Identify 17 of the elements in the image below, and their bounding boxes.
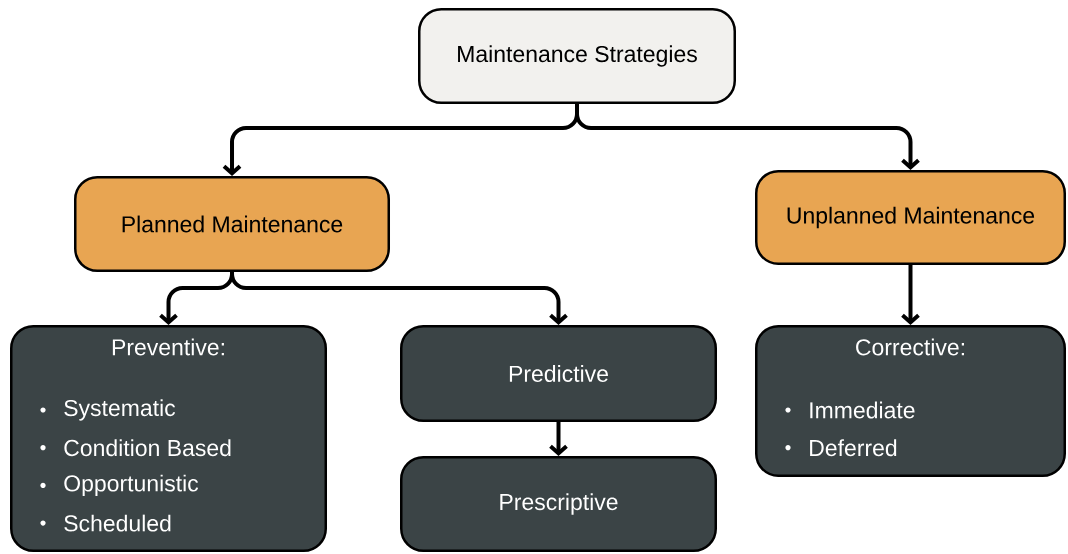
list-item: Opportunistic xyxy=(64,474,199,497)
arrow xyxy=(230,271,568,325)
list-item: Scheduled xyxy=(64,514,171,532)
strategy-box: Predictive xyxy=(400,325,717,422)
arrow xyxy=(549,422,568,456)
list-item: Condition Based xyxy=(64,439,231,457)
list-item: Deferred xyxy=(810,439,897,457)
list-item: Immediate xyxy=(810,401,915,419)
strategy-box: Prescriptive xyxy=(400,456,717,552)
list-heading: Corrective: xyxy=(856,338,964,356)
list-heading: Preventive: xyxy=(112,338,224,356)
list-item: Systematic xyxy=(64,399,176,421)
category-box: Unplanned Maintenance xyxy=(755,170,1066,265)
category-box: Planned Maintenance xyxy=(74,176,390,272)
root-box: Maintenance Strategies xyxy=(418,8,736,104)
arrow xyxy=(575,104,920,170)
arrow xyxy=(901,265,920,325)
